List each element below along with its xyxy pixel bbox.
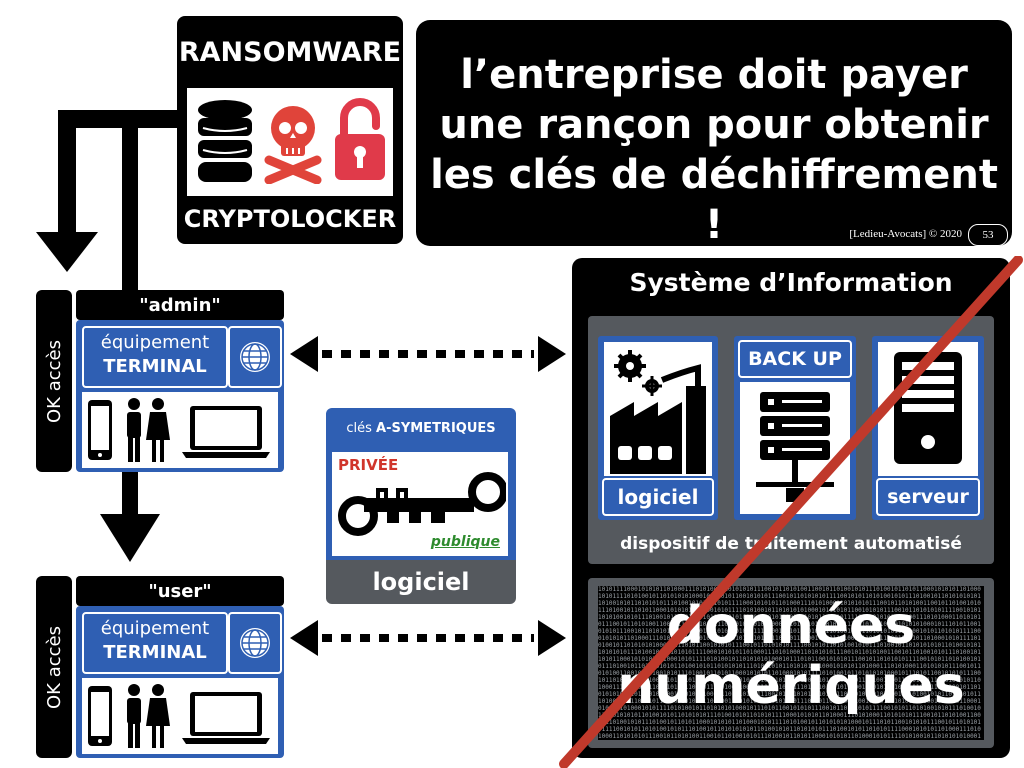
page-number: 53	[968, 224, 1008, 246]
backup-label: BACK UP	[738, 340, 852, 378]
admin-body: équipement TERMINAL	[76, 320, 284, 472]
factory-gears-icon	[610, 350, 706, 474]
internet-globe-icon	[228, 326, 282, 388]
laptop-icon	[182, 406, 270, 458]
software-label: logiciel	[602, 478, 714, 516]
processing-area: logiciel BACK UP	[588, 316, 994, 564]
private-key-label: PRIVÉE	[338, 456, 399, 474]
ransomware-icons-area	[187, 88, 393, 196]
user-equip-line2: TERMINAL	[103, 642, 207, 663]
keys-card-header: clés A-SYMETRIQUES	[326, 408, 516, 448]
admin-devices-area	[82, 392, 278, 468]
cryptolocker-title: CRYPTOLOCKER	[183, 205, 397, 233]
data-line-2: numériques	[617, 656, 965, 716]
admin-side-tab: OK accès	[36, 290, 72, 472]
admin-access-label: OK accès	[43, 339, 65, 423]
laptop-icon	[182, 692, 270, 744]
skull-crossbones-icon	[263, 102, 323, 184]
ransomware-box: RANSOMWARE	[177, 16, 403, 244]
binary-background: 1010111100010101011010001110101000110101…	[598, 586, 984, 740]
admin-title: "admin"	[76, 290, 284, 320]
user-side-tab: OK accès	[36, 576, 72, 758]
smartphone-icon	[88, 686, 112, 746]
user-si-double-arrow	[290, 620, 566, 656]
factory-icon-area	[604, 342, 712, 476]
user-devices-area	[82, 678, 278, 754]
information-system-title: Système d’Information	[629, 268, 953, 297]
footer-credit: [Ledieu-Avocats] © 2020	[849, 228, 962, 240]
padlock-icon	[333, 96, 387, 184]
user-title: "user"	[76, 576, 284, 606]
software-card: logiciel	[598, 336, 718, 520]
smartphone-icon	[88, 400, 112, 460]
user-body: équipement TERMINAL	[76, 606, 284, 758]
internet-globe-icon	[228, 612, 282, 674]
strike-through-cross	[559, 256, 1023, 768]
admin-equip-line2: TERMINAL	[103, 356, 207, 377]
keys-illustration-area: PRIVÉE publique	[332, 452, 508, 556]
key-pair-icon	[338, 472, 506, 536]
admin-equipment-label: équipement TERMINAL	[82, 326, 228, 388]
public-key-label: publique	[430, 534, 500, 550]
admin-si-double-arrow	[290, 336, 566, 372]
keys-card-footer: logiciel	[326, 560, 516, 604]
user-panel: OK accès "user" équipement TERMINAL	[36, 576, 284, 758]
ransomware-title: RANSOMWARE	[178, 36, 402, 68]
server-label: serveur	[876, 478, 980, 516]
admin-panel: OK accès "admin" équipement TERMINAL	[36, 290, 284, 472]
keys-title-emph: A-SYMETRIQUES	[376, 420, 496, 436]
keys-card-body: PRIVÉE publique	[326, 448, 516, 560]
people-icon	[127, 398, 170, 462]
user-equip-line1: équipement	[100, 618, 210, 639]
keys-card: clés A-SYMETRIQUES PRIVÉE publique logic…	[326, 408, 516, 604]
database-icon	[195, 98, 255, 186]
keys-title-prefix: clés	[346, 420, 377, 436]
people-icon	[127, 684, 170, 748]
processing-caption: dispositif de traitement automatisé	[620, 534, 962, 554]
admin-equip-line1: équipement	[100, 332, 210, 353]
user-equipment-label: équipement TERMINAL	[82, 612, 228, 674]
headline-line-1: l’entreprise doit payer	[460, 52, 968, 98]
headline-line-3: les clés de déchiffrement !	[430, 152, 998, 248]
headline-line-2: une rançon pour obtenir	[439, 102, 989, 148]
user-access-label: OK accès	[43, 625, 65, 709]
headline-box: l’entreprise doit payer une rançon pour …	[416, 20, 1012, 248]
